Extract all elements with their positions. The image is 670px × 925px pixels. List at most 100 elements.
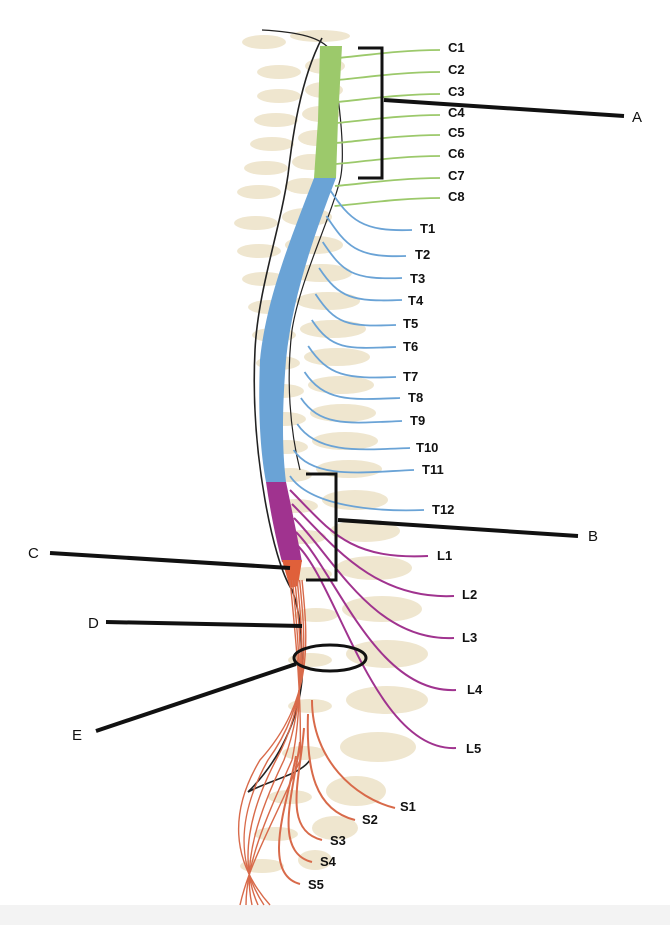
vertebra-body (308, 376, 374, 394)
nerve-label-t2: T2 (415, 247, 430, 262)
nerve-label-c5: C5 (448, 125, 465, 140)
spinal-nerve (311, 319, 397, 349)
spinous-process (257, 65, 301, 79)
nerve-label-t7: T7 (403, 369, 418, 384)
spinal-nerve (334, 177, 441, 187)
spinal-nerve (293, 517, 455, 640)
vertebra-body (296, 292, 360, 310)
nerve-label-t9: T9 (410, 413, 425, 428)
spinous-process (250, 137, 294, 151)
spinal-nerve (291, 503, 455, 598)
cord-thoracic (259, 178, 336, 482)
callout-a: A (632, 109, 642, 126)
spinal-nerve (307, 345, 397, 379)
spinal-nerve (325, 215, 407, 258)
callout-d: D (88, 615, 99, 632)
cauda-fiber (248, 579, 301, 906)
cord-lumbar (266, 482, 302, 562)
ring-cauda (292, 643, 368, 673)
leader-d (105, 620, 303, 628)
spinous-process (244, 161, 288, 175)
spinal-nerve (303, 371, 401, 400)
nerve-label-s2: S2 (362, 812, 378, 827)
vertebra-body (312, 432, 378, 450)
nerve-label-s1: S1 (400, 799, 416, 814)
spinal-nerve (289, 489, 429, 558)
cauda-fiber (237, 579, 307, 906)
vertebra-body (310, 404, 376, 422)
leader-b (337, 518, 579, 538)
nerve-labels: C1C2C3C4C5C6C7C8T1T2T3T4T5T6T7T8T9T10T11… (308, 40, 483, 892)
cauda-fiber (247, 579, 303, 906)
callout-c: C (28, 545, 39, 562)
spinal-nerve (295, 531, 457, 692)
nerve-label-t4: T4 (408, 293, 424, 308)
spinal-nerve (314, 293, 397, 327)
spinal-nerve (329, 189, 413, 232)
spinal-nerve (318, 267, 403, 302)
nerve-label-l1: L1 (437, 548, 452, 563)
spinal-nerve (300, 397, 403, 424)
sacral-nerve (278, 755, 301, 885)
vertebra-body (304, 348, 370, 366)
nerve-label-s3: S3 (330, 833, 346, 848)
nerve-label-s4: S4 (320, 854, 337, 869)
spinal-nerve (296, 423, 411, 451)
nerve-label-t1: T1 (420, 221, 435, 236)
nerve-label-t8: T8 (408, 390, 423, 405)
spinous-process (234, 216, 278, 230)
cord-cervical (314, 46, 342, 178)
sacral-nerve (306, 713, 356, 821)
vertebra-body (322, 490, 388, 510)
nerve-label-t11: T11 (422, 462, 444, 477)
vertebra-body (290, 30, 350, 42)
vertebra-body (342, 596, 422, 622)
sacral-nerve (287, 741, 313, 863)
bracket-lumbar-enlargement (306, 472, 338, 582)
spinous-process (254, 113, 298, 127)
nerve-label-c2: C2 (448, 62, 465, 77)
spinal-nerve (334, 197, 441, 207)
spinal-nerve (292, 449, 415, 474)
spinous-process (242, 35, 286, 49)
callout-e: E (72, 727, 82, 744)
spinous-process (237, 185, 281, 199)
spinous-process (257, 89, 301, 103)
nerve-label-l5: L5 (466, 741, 481, 756)
vertebra-body (312, 816, 358, 840)
nerve-label-l2: L2 (462, 587, 477, 602)
vertebra-body (300, 320, 366, 338)
nerve-label-c3: C3 (448, 84, 465, 99)
nerve-label-c6: C6 (448, 146, 465, 161)
bottom-strip (0, 905, 670, 925)
nerve-label-t5: T5 (403, 316, 418, 331)
nerve-label-t12: T12 (432, 502, 454, 517)
nerve-label-t6: T6 (403, 339, 418, 354)
nerve-label-t3: T3 (410, 271, 425, 286)
spinous-process (242, 272, 286, 286)
vertebra-body (340, 732, 416, 762)
nerve-label-l4: L4 (467, 682, 483, 697)
nerve-label-l3: L3 (462, 630, 477, 645)
nerve-label-c7: C7 (448, 168, 465, 183)
nerve-label-c1: C1 (448, 40, 465, 55)
cauda-equina (237, 579, 396, 906)
vertebra-body (330, 520, 400, 542)
cauda-fiber (245, 579, 300, 906)
vertebra-body (298, 850, 332, 870)
nerve-label-s5: S5 (308, 877, 324, 892)
spinous-process (237, 244, 281, 258)
nerve-label-c8: C8 (448, 189, 465, 204)
cauda-fiber (243, 579, 305, 906)
bracket-cervical (358, 46, 384, 180)
leader-c (49, 551, 291, 570)
spinal-cord (259, 46, 342, 588)
callout-b: B (588, 528, 598, 545)
vertebra-body (336, 556, 412, 580)
sacral-nerve (311, 699, 396, 809)
nerve-label-t10: T10 (416, 440, 438, 455)
leader-e (95, 662, 297, 733)
leader-a (383, 98, 625, 118)
spinal-nerve (321, 241, 403, 280)
